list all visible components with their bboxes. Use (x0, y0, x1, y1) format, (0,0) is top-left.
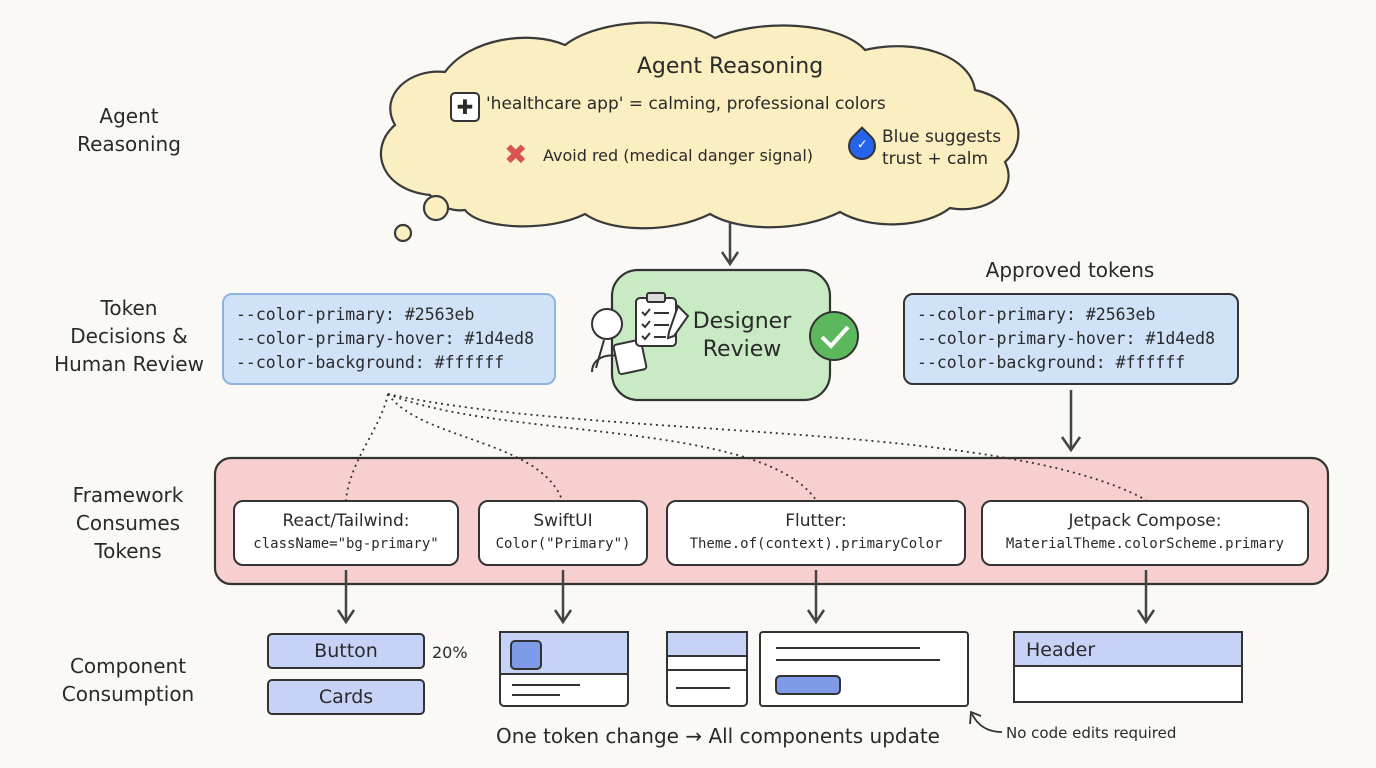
note-arrow (969, 710, 1003, 733)
arrow-cloud-to-review (720, 222, 740, 267)
row-label-line: Consumes (75, 511, 181, 535)
footer-main-text: One token change → All components update (496, 724, 940, 748)
approved-check-icon (809, 311, 859, 361)
cloud-blue-line: trust + calm (882, 149, 989, 169)
approved-token-line: --color-background: #ffffff (917, 353, 1186, 372)
approved-token-line: --color-primary-hover: #1d4ed8 (917, 329, 1216, 348)
framework-card-flutter: Flutter: Theme.of(context).primaryColor (666, 500, 966, 566)
button-component (267, 633, 425, 669)
draft-token-line: --color-background: #ffffff (236, 353, 505, 372)
approved-token-line: --color-primary: #2563eb (917, 305, 1156, 324)
row-label-line: Framework (72, 483, 184, 507)
percent-label: 20% (432, 643, 468, 662)
draft-tokens-box: --color-primary: #2563eb --color-primary… (222, 293, 556, 385)
row-label-line: Tokens (94, 539, 162, 563)
cards-label: Cards (318, 686, 374, 708)
framework-code: className="bg-primary" (253, 536, 439, 552)
header-label: Header (1026, 639, 1096, 661)
page-mock (759, 631, 969, 707)
approved-tokens-box: --color-primary: #2563eb --color-primary… (903, 293, 1239, 385)
draft-token-line: --color-primary-hover: #1d4ed8 (236, 329, 535, 348)
row-label-agent-reasoning: Agent Reasoning (70, 102, 188, 158)
draft-token-line: --color-primary: #2563eb (236, 305, 475, 324)
list-mock (666, 631, 748, 707)
clipboard-icon (635, 292, 690, 347)
framework-name: Jetpack Compose: (1068, 511, 1222, 531)
row-label-framework: Framework Consumes Tokens (60, 481, 196, 565)
row-label-token-decisions: Token Decisions & Human Review (48, 294, 210, 378)
dotted-connectors (345, 393, 1147, 501)
row-label-line: Token (100, 296, 158, 320)
framework-name: Flutter: (785, 511, 847, 531)
designer-review-line: Review (702, 337, 782, 362)
cloud-line-blue: Blue suggests trust + calm (882, 126, 1001, 170)
designer-person-icon (591, 308, 648, 376)
cloud-line-healthcare: 'healthcare app' = calming, professional… (486, 94, 886, 114)
row-label-component: Component Consumption (54, 652, 202, 708)
framework-name: SwiftUI (533, 511, 593, 531)
framework-card-swiftui: SwiftUI Color("Primary") (478, 500, 648, 566)
cloud-line-avoid-red: Avoid red (medical danger signal) (543, 146, 814, 165)
thought-cloud (379, 21, 1020, 243)
footer-note-text: No code edits required (1006, 724, 1177, 742)
red-x-icon: ✖ (504, 138, 528, 171)
framework-card-compose: Jetpack Compose: MaterialTheme.colorSche… (981, 500, 1309, 566)
row-label-line: Reasoning (77, 132, 181, 156)
cards-component (267, 679, 425, 715)
cloud-blue-line: Blue suggests (882, 127, 1002, 147)
designer-review-label: Designer Review (686, 308, 798, 364)
framework-name: React/Tailwind: (282, 511, 410, 531)
row-label-line: Component (69, 654, 187, 678)
row-label-line: Human Review (54, 352, 204, 376)
card-mock (499, 631, 629, 707)
arrows-to-components (336, 570, 1156, 625)
cloud-title: Agent Reasoning (636, 54, 824, 79)
arrow-approved-to-framework (1060, 390, 1082, 453)
row-label-line: Consumption (61, 682, 195, 706)
header-mock (1013, 631, 1243, 703)
framework-code: MaterialTheme.colorScheme.primary (1005, 536, 1285, 552)
framework-code: Theme.of(context).primaryColor (689, 536, 943, 552)
row-label-line: Agent (99, 104, 159, 128)
button-label: Button (314, 640, 378, 662)
approved-tokens-title: Approved tokens (985, 258, 1155, 282)
row-label-line: Decisions & (70, 324, 188, 348)
designer-review-line: Designer (692, 309, 792, 334)
framework-card-react: React/Tailwind: className="bg-primary" (233, 500, 459, 566)
medical-cross-icon: ✚ (450, 92, 480, 122)
framework-code: Color("Primary") (495, 536, 631, 552)
